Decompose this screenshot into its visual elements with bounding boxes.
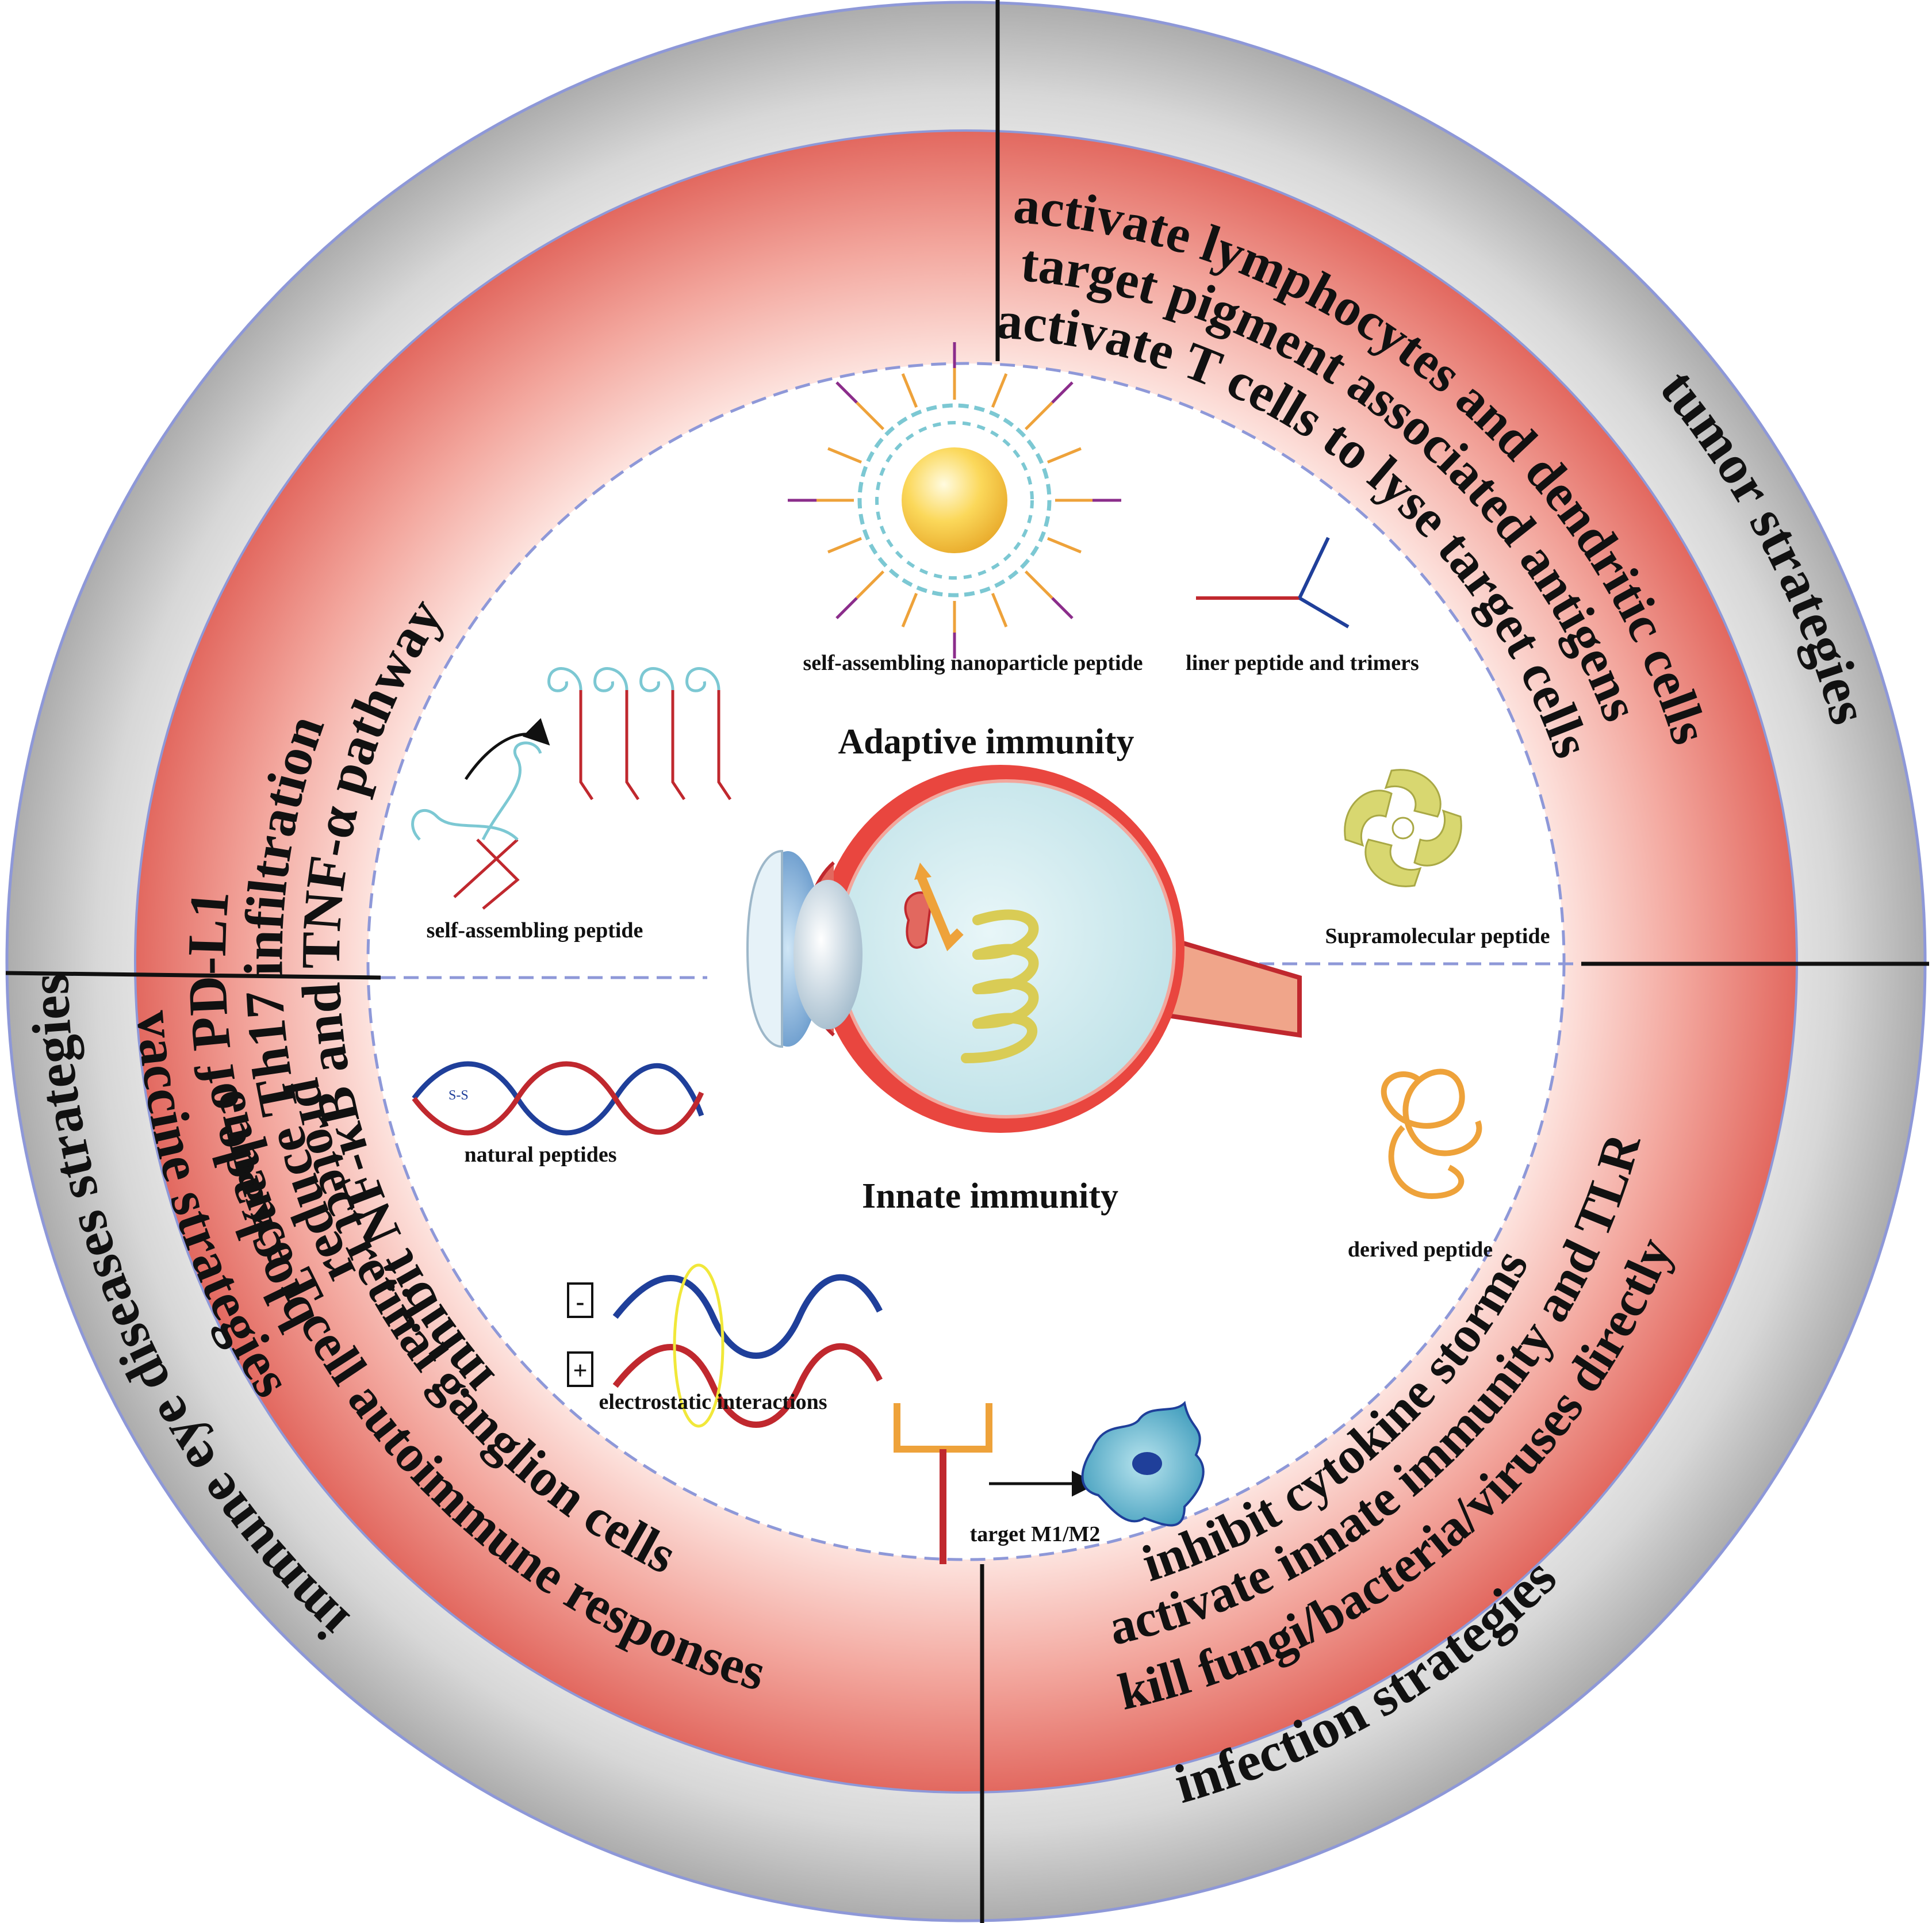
- liner-trimer-label: liner peptide and trimers: [1186, 651, 1419, 675]
- natural-peptides-label: natural peptides: [465, 1143, 617, 1167]
- disulfide-label: S-S: [448, 1088, 469, 1103]
- macrophage-icon: [1081, 1400, 1205, 1527]
- nanoparticle-icon: [788, 342, 1121, 658]
- derived-peptide-icon: [1381, 1068, 1482, 1200]
- electrostatic-interactions-icon: - +: [567, 1263, 883, 1428]
- divider-left: [5, 971, 381, 980]
- electrostatic-interactions-label: electrostatic interactions: [599, 1390, 827, 1414]
- innate-immunity-title: Innate immunity: [862, 1177, 1118, 1216]
- supramolecular-peptide-label: Supramolecular peptide: [1325, 924, 1550, 948]
- supramolecular-peptide-icon: [1344, 769, 1462, 887]
- liner-trimer-icon: [1196, 537, 1350, 629]
- minus-sign: -: [576, 1288, 585, 1316]
- target-m1m2-label: target M1/M2: [970, 1522, 1101, 1546]
- derived-peptide-label: derived peptide: [1348, 1238, 1493, 1262]
- nanoparticle-peptide-label: self-assembling nanoparticle peptide: [803, 651, 1143, 675]
- natural-peptides-icon: S-S: [412, 1061, 704, 1136]
- self-assembling-peptide-icon: [411, 667, 732, 910]
- adaptive-immunity-title: Adaptive immunity: [838, 722, 1134, 761]
- self-assembling-peptide-label: self-assembling peptide: [427, 918, 643, 943]
- plus-sign: +: [573, 1357, 587, 1385]
- eye-icon: [746, 765, 1302, 1133]
- target-m1m2-icon: [894, 1403, 1098, 1564]
